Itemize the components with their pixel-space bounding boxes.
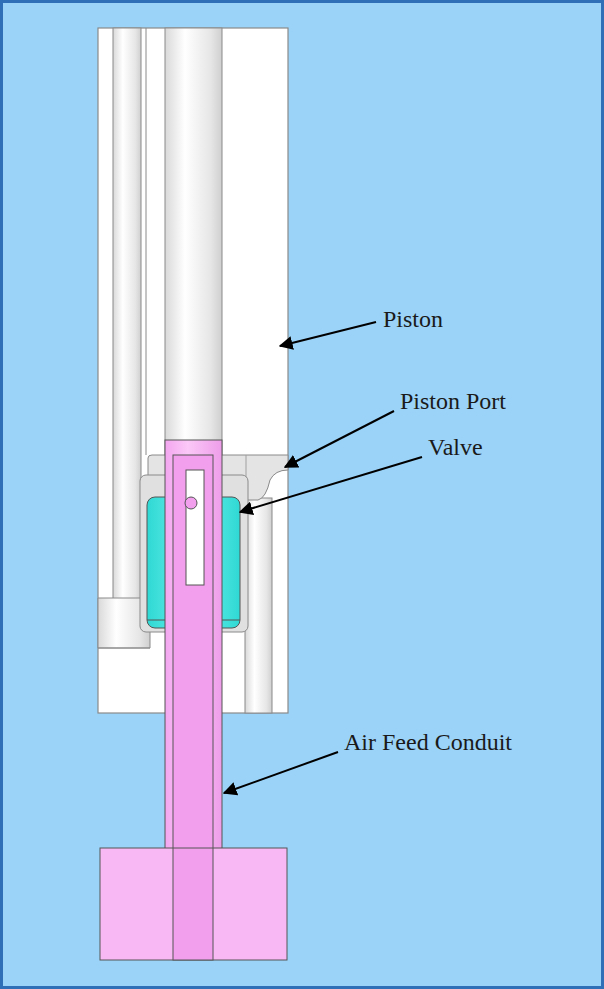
part-name: Piston Port [400, 387, 506, 415]
part-name: Piston [383, 305, 443, 333]
part-name: Air Feed Conduit [344, 728, 512, 756]
part-name: Valve [428, 433, 483, 461]
